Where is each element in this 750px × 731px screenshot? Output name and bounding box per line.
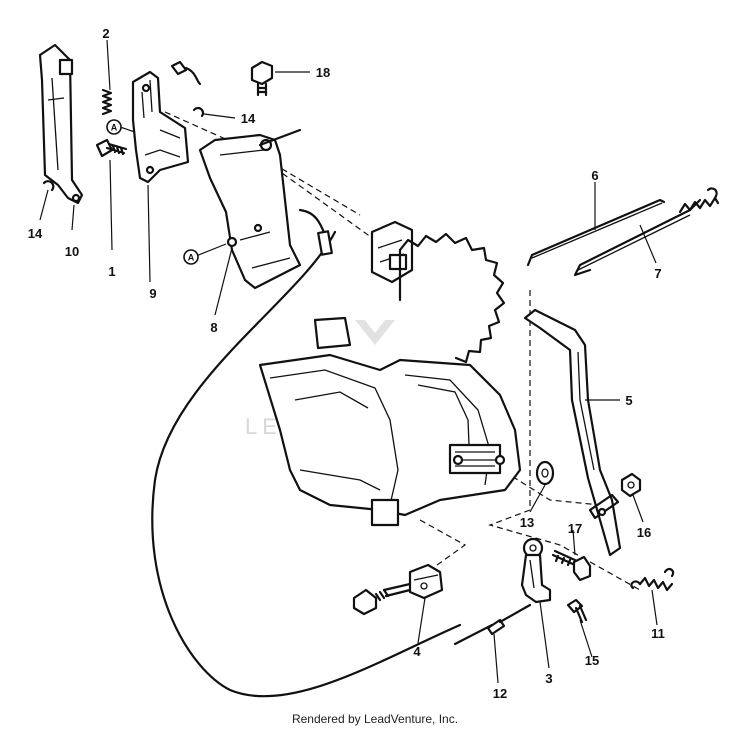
part-17-bolt bbox=[551, 549, 592, 582]
callout-18: 18 bbox=[316, 65, 330, 80]
callout-14-left: 14 bbox=[28, 226, 43, 241]
callout-16: 16 bbox=[637, 525, 651, 540]
callout-1: 1 bbox=[108, 264, 115, 279]
pin-top bbox=[170, 60, 188, 76]
footer-credit: Rendered by LeadVenture, Inc. bbox=[291, 712, 459, 726]
callout-2: 2 bbox=[102, 26, 109, 41]
callout-7: 7 bbox=[654, 266, 661, 281]
reference-a-lower: A bbox=[183, 249, 199, 265]
svg-text:A: A bbox=[111, 123, 118, 133]
callout-15: 15 bbox=[585, 653, 599, 668]
engine-block bbox=[258, 232, 522, 527]
part-15-screw bbox=[566, 598, 588, 624]
callout-17: 17 bbox=[568, 521, 582, 536]
part-7-spring-rod bbox=[573, 187, 720, 277]
part-6-rod bbox=[526, 198, 666, 267]
part-5-lever bbox=[523, 308, 622, 557]
part-4-clamp bbox=[352, 563, 444, 616]
part-2-spring bbox=[101, 88, 113, 116]
callout-11: 11 bbox=[651, 626, 665, 641]
leader-lines bbox=[39, 39, 658, 684]
part-1-screw bbox=[95, 138, 128, 158]
linkage-block bbox=[370, 220, 414, 284]
svg-text:A: A bbox=[188, 253, 195, 263]
part-18-bolt bbox=[250, 60, 274, 97]
reference-a-upper: A bbox=[106, 119, 122, 135]
callout-3: 3 bbox=[545, 671, 552, 686]
callout-6: 6 bbox=[591, 168, 598, 183]
cable-loop bbox=[151, 230, 462, 698]
callout-12: 12 bbox=[493, 686, 507, 701]
callout-8: 8 bbox=[210, 320, 217, 335]
callout-13: 13 bbox=[520, 515, 534, 530]
part-12-cable-end bbox=[453, 603, 532, 646]
part-3-arm bbox=[520, 537, 552, 604]
pin-spring-wire bbox=[184, 66, 202, 86]
part-9-bracket bbox=[131, 70, 190, 184]
callout-14-top: 14 bbox=[241, 111, 256, 126]
part-10-lever bbox=[38, 43, 84, 205]
callout-5: 5 bbox=[625, 393, 632, 408]
callout-10: 10 bbox=[65, 244, 79, 259]
part-16-nut bbox=[620, 472, 642, 498]
callout-4: 4 bbox=[413, 644, 421, 659]
part-13-washer bbox=[535, 460, 555, 486]
cable-wire-upper bbox=[298, 208, 333, 256]
part-14-clip-top bbox=[192, 106, 205, 118]
part-14-clip-left bbox=[42, 180, 55, 192]
part-8-plate bbox=[198, 128, 302, 290]
part-11-spring bbox=[630, 567, 675, 592]
callout-9: 9 bbox=[149, 286, 156, 301]
